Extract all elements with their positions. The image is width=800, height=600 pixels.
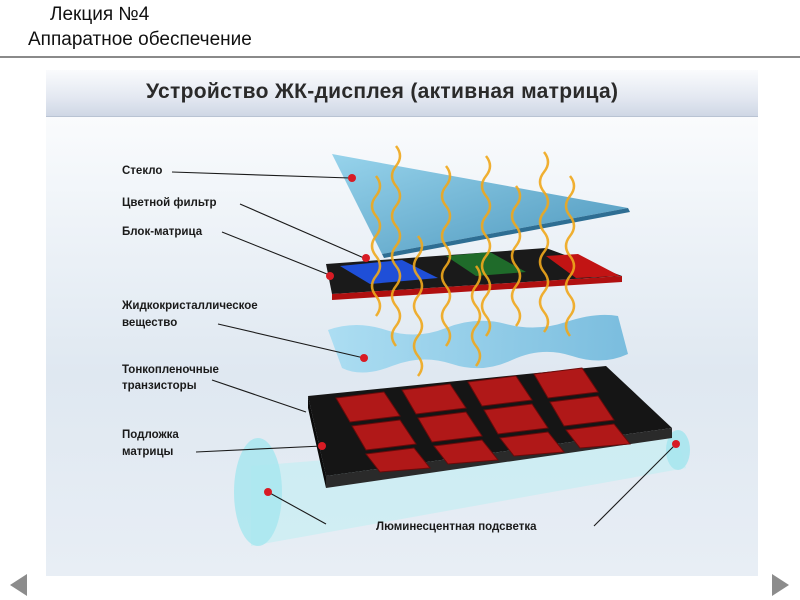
lecture-title: Лекция №4 bbox=[50, 4, 150, 25]
marker-color-filter bbox=[362, 254, 370, 262]
light-helix-strands bbox=[370, 145, 576, 377]
filter-green bbox=[446, 252, 526, 276]
label-markers bbox=[264, 174, 680, 496]
marker-glass bbox=[348, 174, 356, 182]
tft-blocks bbox=[335, 367, 631, 473]
label-liquid-crystal-line1: Жидкокристаллическое bbox=[122, 300, 258, 312]
marker-substrate bbox=[318, 442, 326, 450]
next-slide-button[interactable] bbox=[772, 574, 789, 596]
filter-red bbox=[546, 254, 620, 278]
color-filter-layer bbox=[340, 252, 620, 284]
leader-lines bbox=[171, 171, 677, 527]
label-substrate-line2: матрицы bbox=[122, 446, 174, 458]
label-glass: Стекло bbox=[122, 165, 163, 177]
label-backlight: Люминесцентная подсветка bbox=[376, 521, 537, 533]
backlight-tube-left-end bbox=[234, 438, 282, 546]
backlight-tube-right-end bbox=[666, 430, 690, 470]
header-divider bbox=[0, 56, 800, 58]
liquid-crystal-layer bbox=[328, 314, 628, 373]
slide-frame: Устройство ЖК-дисплея (активная матрица) bbox=[46, 70, 758, 576]
glass-layer bbox=[332, 154, 630, 258]
label-tft-line2: транзисторы bbox=[122, 380, 197, 392]
slide-title: Устройство ЖК-дисплея (активная матрица) bbox=[146, 80, 619, 103]
slide-banner: Устройство ЖК-дисплея (активная матрица) bbox=[46, 70, 758, 117]
marker-backlight-left bbox=[264, 488, 272, 496]
marker-block-matrix bbox=[326, 272, 334, 280]
label-tft-line1: Тонкопленочные bbox=[122, 364, 219, 376]
lcd-structure-diagram bbox=[171, 145, 690, 546]
prev-slide-button[interactable] bbox=[10, 574, 27, 596]
marker-backlight-right bbox=[672, 440, 680, 448]
label-color-filter: Цветной фильтр bbox=[122, 197, 217, 209]
lecture-subtitle: Аппаратное обеспечение bbox=[28, 29, 252, 50]
label-liquid-crystal-line2: вещество bbox=[122, 317, 178, 329]
marker-liquid-crystal bbox=[360, 354, 368, 362]
label-block-matrix: Блок-матрица bbox=[122, 226, 203, 238]
label-substrate-line1: Подложка bbox=[122, 429, 179, 441]
